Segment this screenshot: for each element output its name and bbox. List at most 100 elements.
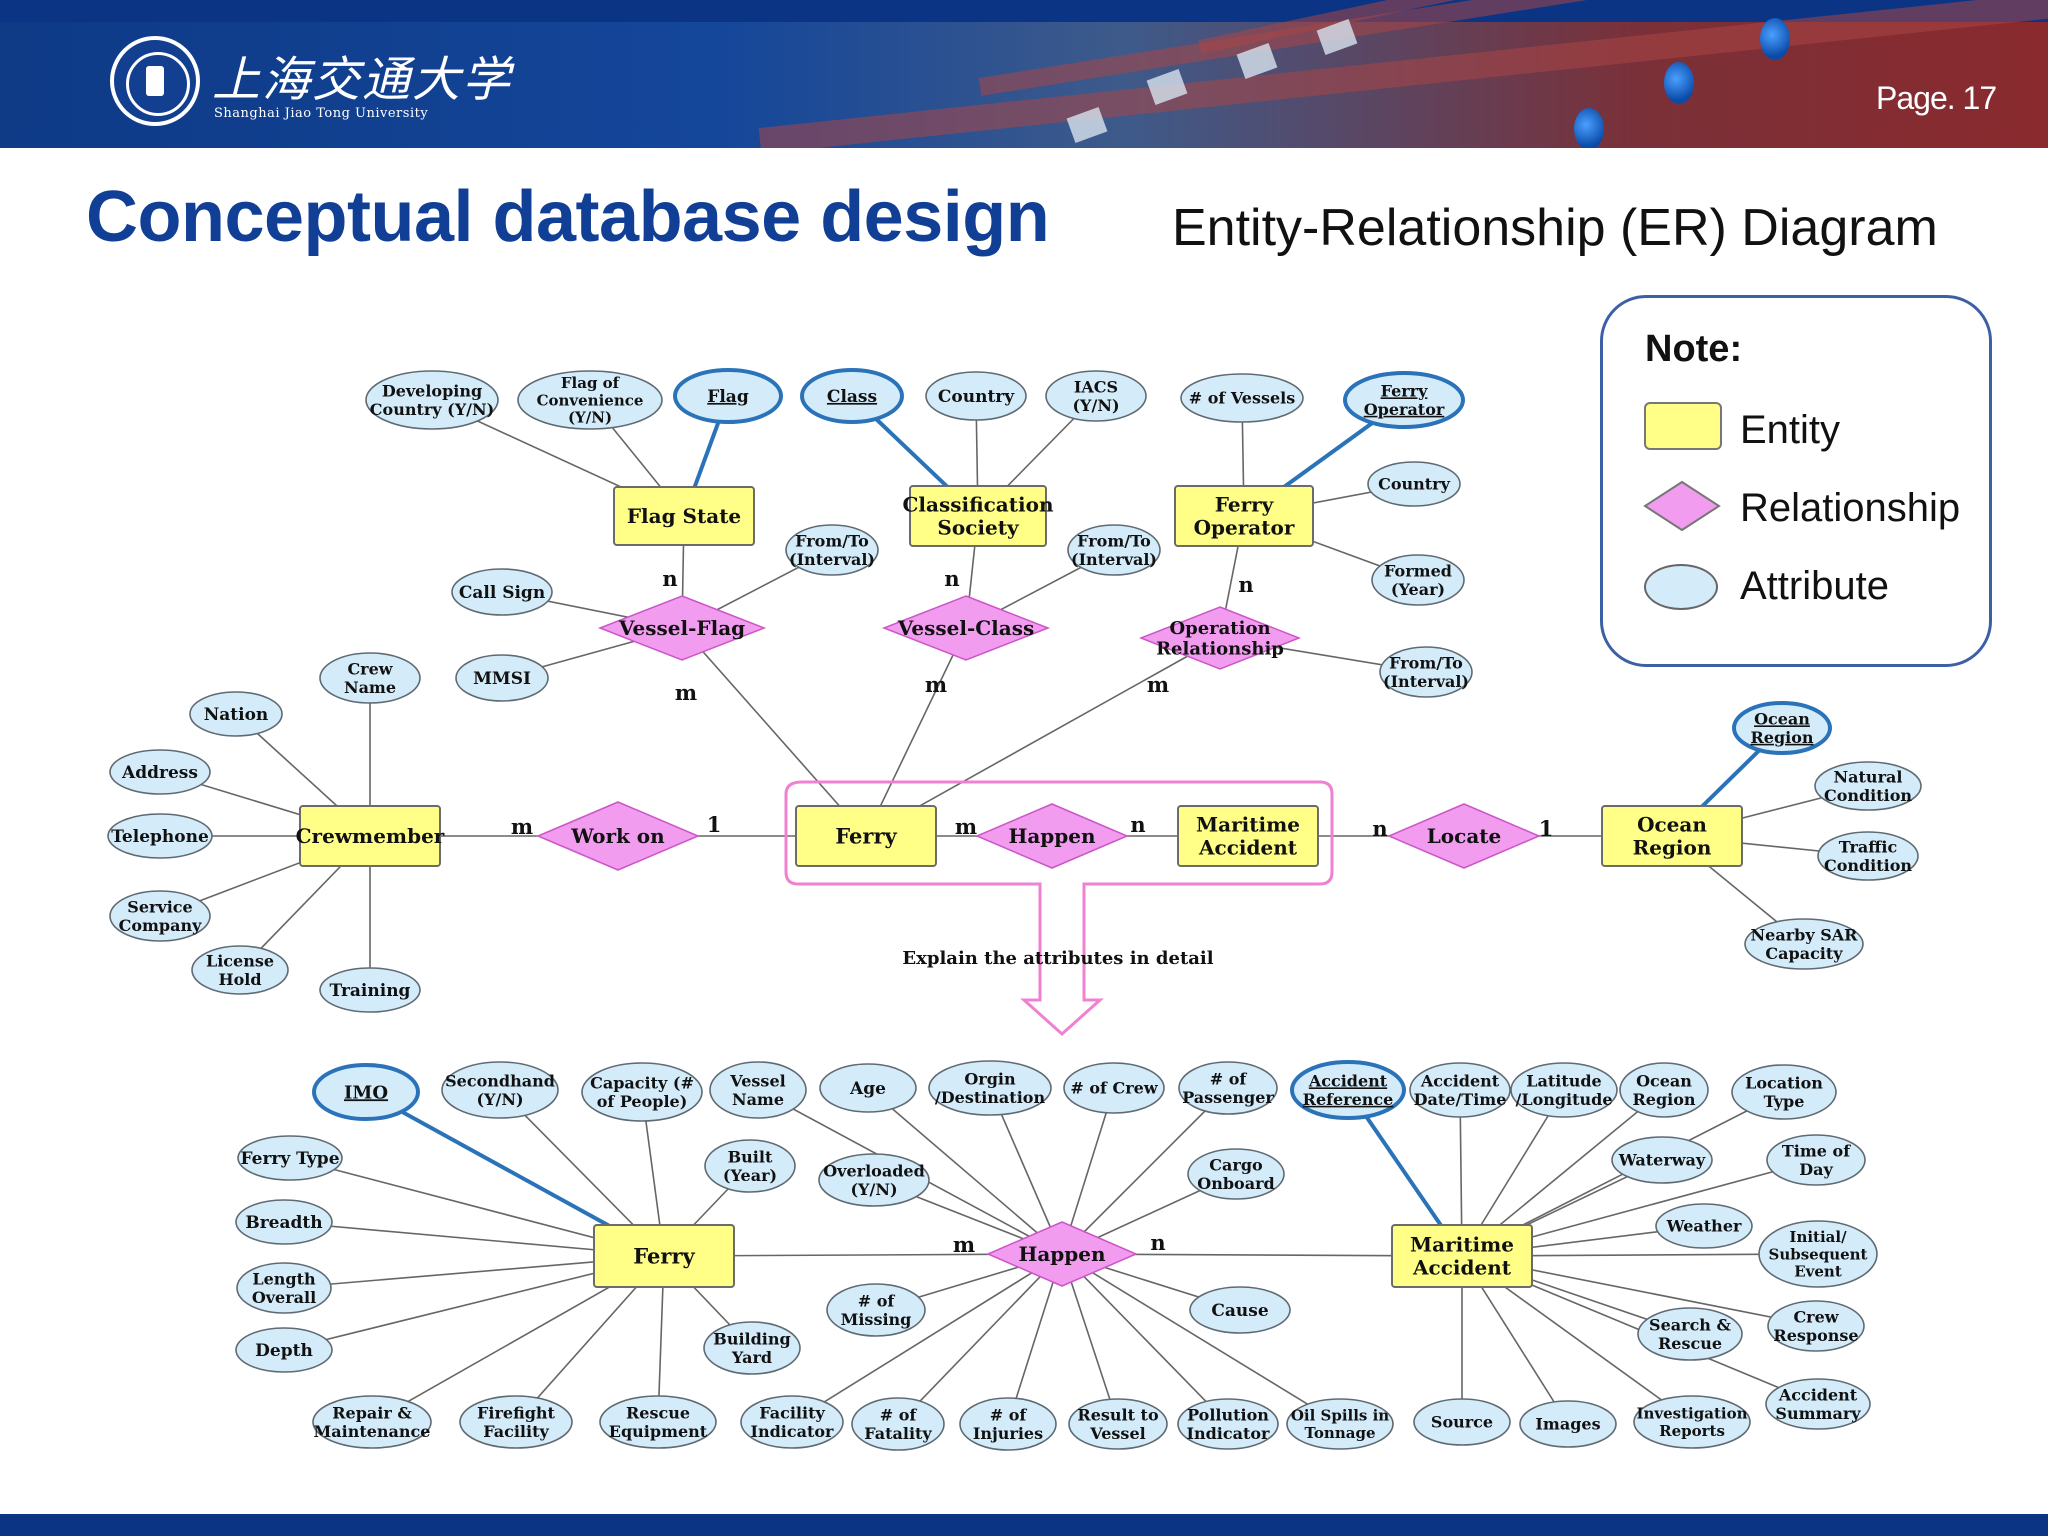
attribute-label: Class <box>827 387 877 407</box>
top-attribute-country-cs: Country <box>925 371 1027 421</box>
connector-line <box>865 627 967 837</box>
top-cardinality-label: 1 <box>707 812 722 837</box>
bottom-attribute-lat-long: Latitude/Longitude <box>1510 1062 1618 1118</box>
connector-line <box>1061 1253 1341 1425</box>
footer-bar <box>0 1514 2048 1536</box>
attribute-label: Country <box>938 387 1015 407</box>
bottom-attribute-cause: Cause <box>1189 1286 1291 1334</box>
top-attribute-nation: Nation <box>189 691 283 737</box>
attribute-label: Orgin/Destination <box>935 1069 1046 1106</box>
attribute-label: # of Vessels <box>1189 389 1296 408</box>
attribute-label: Depth <box>255 1341 313 1361</box>
attribute-label: Built(Year) <box>723 1147 777 1184</box>
attribute-label: Weather <box>1666 1217 1742 1236</box>
attribute-label: IACS(Y/N) <box>1072 377 1119 414</box>
top-cardinality-label: n <box>1238 572 1253 597</box>
connector-line <box>1061 1253 1229 1425</box>
header-lantern-decoration <box>1664 62 1694 104</box>
bottom-attribute-age: Age <box>819 1063 917 1113</box>
top-key-attribute-class: Class <box>800 368 904 424</box>
relationship-label: Happen <box>1008 824 1096 848</box>
attribute-label: Overloaded(Y/N) <box>823 1161 925 1198</box>
attribute-label: Training <box>330 981 411 1001</box>
university-seal-logo <box>110 36 200 126</box>
top-entity-flag-state: Flag State <box>613 486 755 546</box>
connector-line <box>897 1253 1063 1425</box>
top-cardinality-label: m <box>955 814 977 839</box>
top-entity-crewmember: Crewmember <box>296 805 445 867</box>
entity-label: Flag State <box>627 504 741 528</box>
university-name-chinese: 上海交通大学 <box>212 52 513 108</box>
top-key-attribute-flag: Flag <box>673 368 783 424</box>
bottom-attribute-repair-maintenance: Repair &Maintenance <box>312 1395 432 1449</box>
attribute-label: Latitude/Longitude <box>1515 1071 1612 1108</box>
connector-line <box>865 637 1221 837</box>
top-entity-ferry: Ferry <box>795 805 937 867</box>
bottom-attribute-source: Source <box>1413 1398 1511 1446</box>
top-cardinality-label: m <box>1147 672 1169 697</box>
bottom-attribute-origin-destination: Orgin/Destination <box>928 1060 1052 1116</box>
top-attribute-address: Address <box>109 749 211 795</box>
attribute-label: # of Crew <box>1070 1079 1158 1098</box>
bottom-attribute-ferry-type: Ferry Type <box>237 1135 343 1181</box>
legend-relationship-swatch <box>1643 480 1721 532</box>
header-banner: 上海交通大学 Shanghai Jiao Tong University Pag… <box>0 0 2048 148</box>
attribute-label: Search &Rescue <box>1649 1315 1731 1352</box>
top-attribute-telephone: Telephone <box>107 813 213 859</box>
attribute-label: From/To(Interval) <box>1383 653 1469 690</box>
top-attribute-formed-year: Formed(Year) <box>1371 554 1465 606</box>
top-cardinality-label: m <box>511 814 533 839</box>
top-cardinality-label: n <box>1130 812 1145 837</box>
callout-text: Explain the attributes in detail <box>902 948 1213 969</box>
attribute-label: MMSI <box>473 669 531 689</box>
bottom-attribute-images: Images <box>1519 1400 1617 1448</box>
top-cardinality-label: m <box>925 672 947 697</box>
attribute-label: Country <box>1378 475 1450 494</box>
attribute-label: Flag <box>707 387 749 407</box>
top-relationship-work-on: Work on <box>536 801 700 871</box>
attribute-label: Formed(Year) <box>1384 561 1452 598</box>
